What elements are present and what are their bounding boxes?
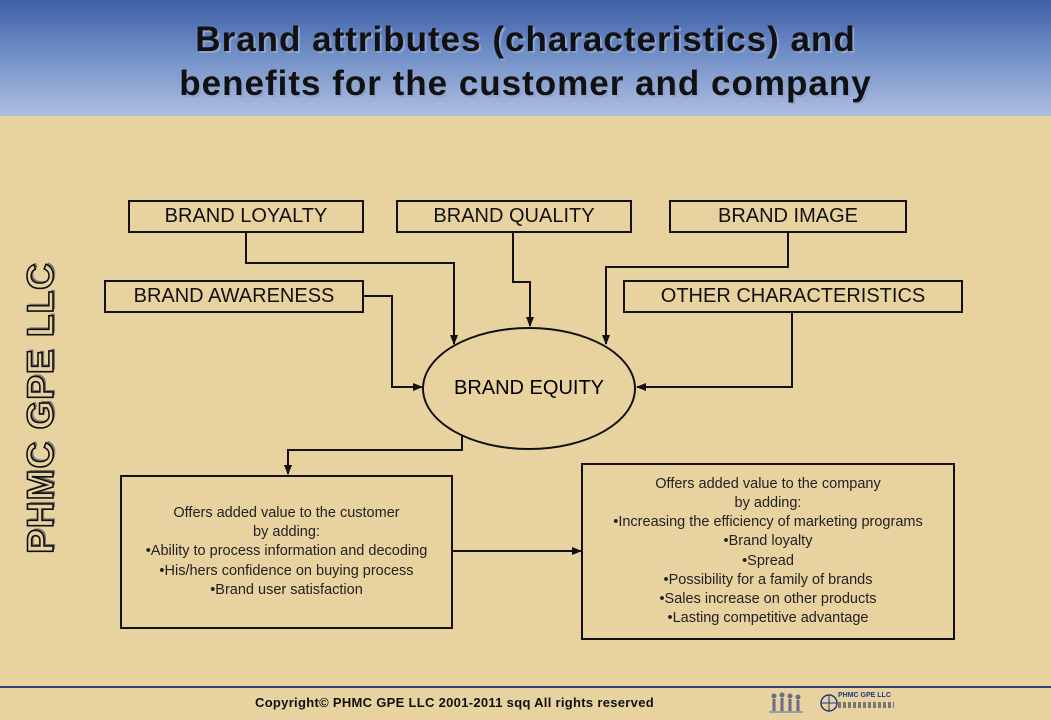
brand-quality-label: BRAND QUALITY: [433, 205, 595, 227]
customer-line: •Ability to process information and deco…: [145, 543, 428, 560]
other-characteristics-label: OTHER CHARACTERISTICS: [660, 285, 926, 307]
arrow-image-to-equity: [602, 232, 789, 345]
company-line: •Lasting competitive advantage: [667, 610, 869, 627]
brand-logo-tagline: [838, 702, 894, 708]
company-line: •Brand loyalty: [723, 533, 813, 550]
globe-icon: [820, 694, 838, 712]
arrow-equity-to-customer: [284, 436, 463, 475]
company-line: Offers added value to the company: [655, 475, 881, 492]
page-title: Brand attributes (characteristics) and b…: [0, 18, 1051, 106]
customer-line: •Brand user satisfaction: [210, 581, 363, 598]
arrow-loyalty-to-equity: [245, 232, 458, 345]
arrow-awareness-to-equity: [364, 295, 423, 391]
company-line: •Possibility for a family of brands: [663, 571, 873, 588]
title-line-2: benefits for the customer and company: [179, 64, 872, 103]
brand-equity-label: BRAND EQUITY: [453, 377, 605, 399]
company-line: •Sales increase on other products: [659, 590, 877, 607]
arrow-other-to-equity: [636, 312, 793, 391]
customer-line: •His/hers confidence on buying process: [159, 562, 414, 579]
brand-quality-box: BRAND QUALITY: [396, 200, 632, 233]
customer-value-box: Offers added value to the customer by ad…: [120, 475, 453, 629]
footer-divider: [0, 686, 1051, 688]
brand-awareness-label: BRAND AWARENESS: [133, 285, 335, 307]
brand-awareness-box: BRAND AWARENESS: [104, 280, 364, 313]
people-logo-icon: [769, 692, 803, 713]
brand-image-label: BRAND IMAGE: [717, 205, 859, 227]
customer-line: by adding:: [253, 524, 320, 541]
company-value-box: Offers added value to the company by add…: [581, 463, 955, 640]
arrow-quality-to-equity: [512, 232, 534, 327]
brand-logo: PHMC GPE LLC: [820, 690, 898, 716]
brand-loyalty-box: BRAND LOYALTY: [128, 200, 364, 233]
customer-line: Offers added value to the customer: [173, 504, 400, 521]
brand-equity-ellipse: BRAND EQUITY: [422, 327, 636, 450]
company-line: •Increasing the efficiency of marketing …: [613, 514, 923, 531]
brand-image-box: BRAND IMAGE: [669, 200, 907, 233]
copyright-text: Copyright© PHMC GPE LLC 2001-2011 sqq Al…: [255, 695, 654, 710]
header-banner: [0, 0, 1051, 116]
company-line: •Spread: [742, 552, 794, 569]
brand-logo-text: PHMC GPE LLC: [838, 692, 891, 699]
title-line-1: Brand attributes (characteristics) and: [195, 20, 856, 59]
company-line: by adding:: [734, 494, 802, 511]
brand-loyalty-label: BRAND LOYALTY: [164, 205, 328, 227]
other-characteristics-box: OTHER CHARACTERISTICS: [623, 280, 963, 313]
